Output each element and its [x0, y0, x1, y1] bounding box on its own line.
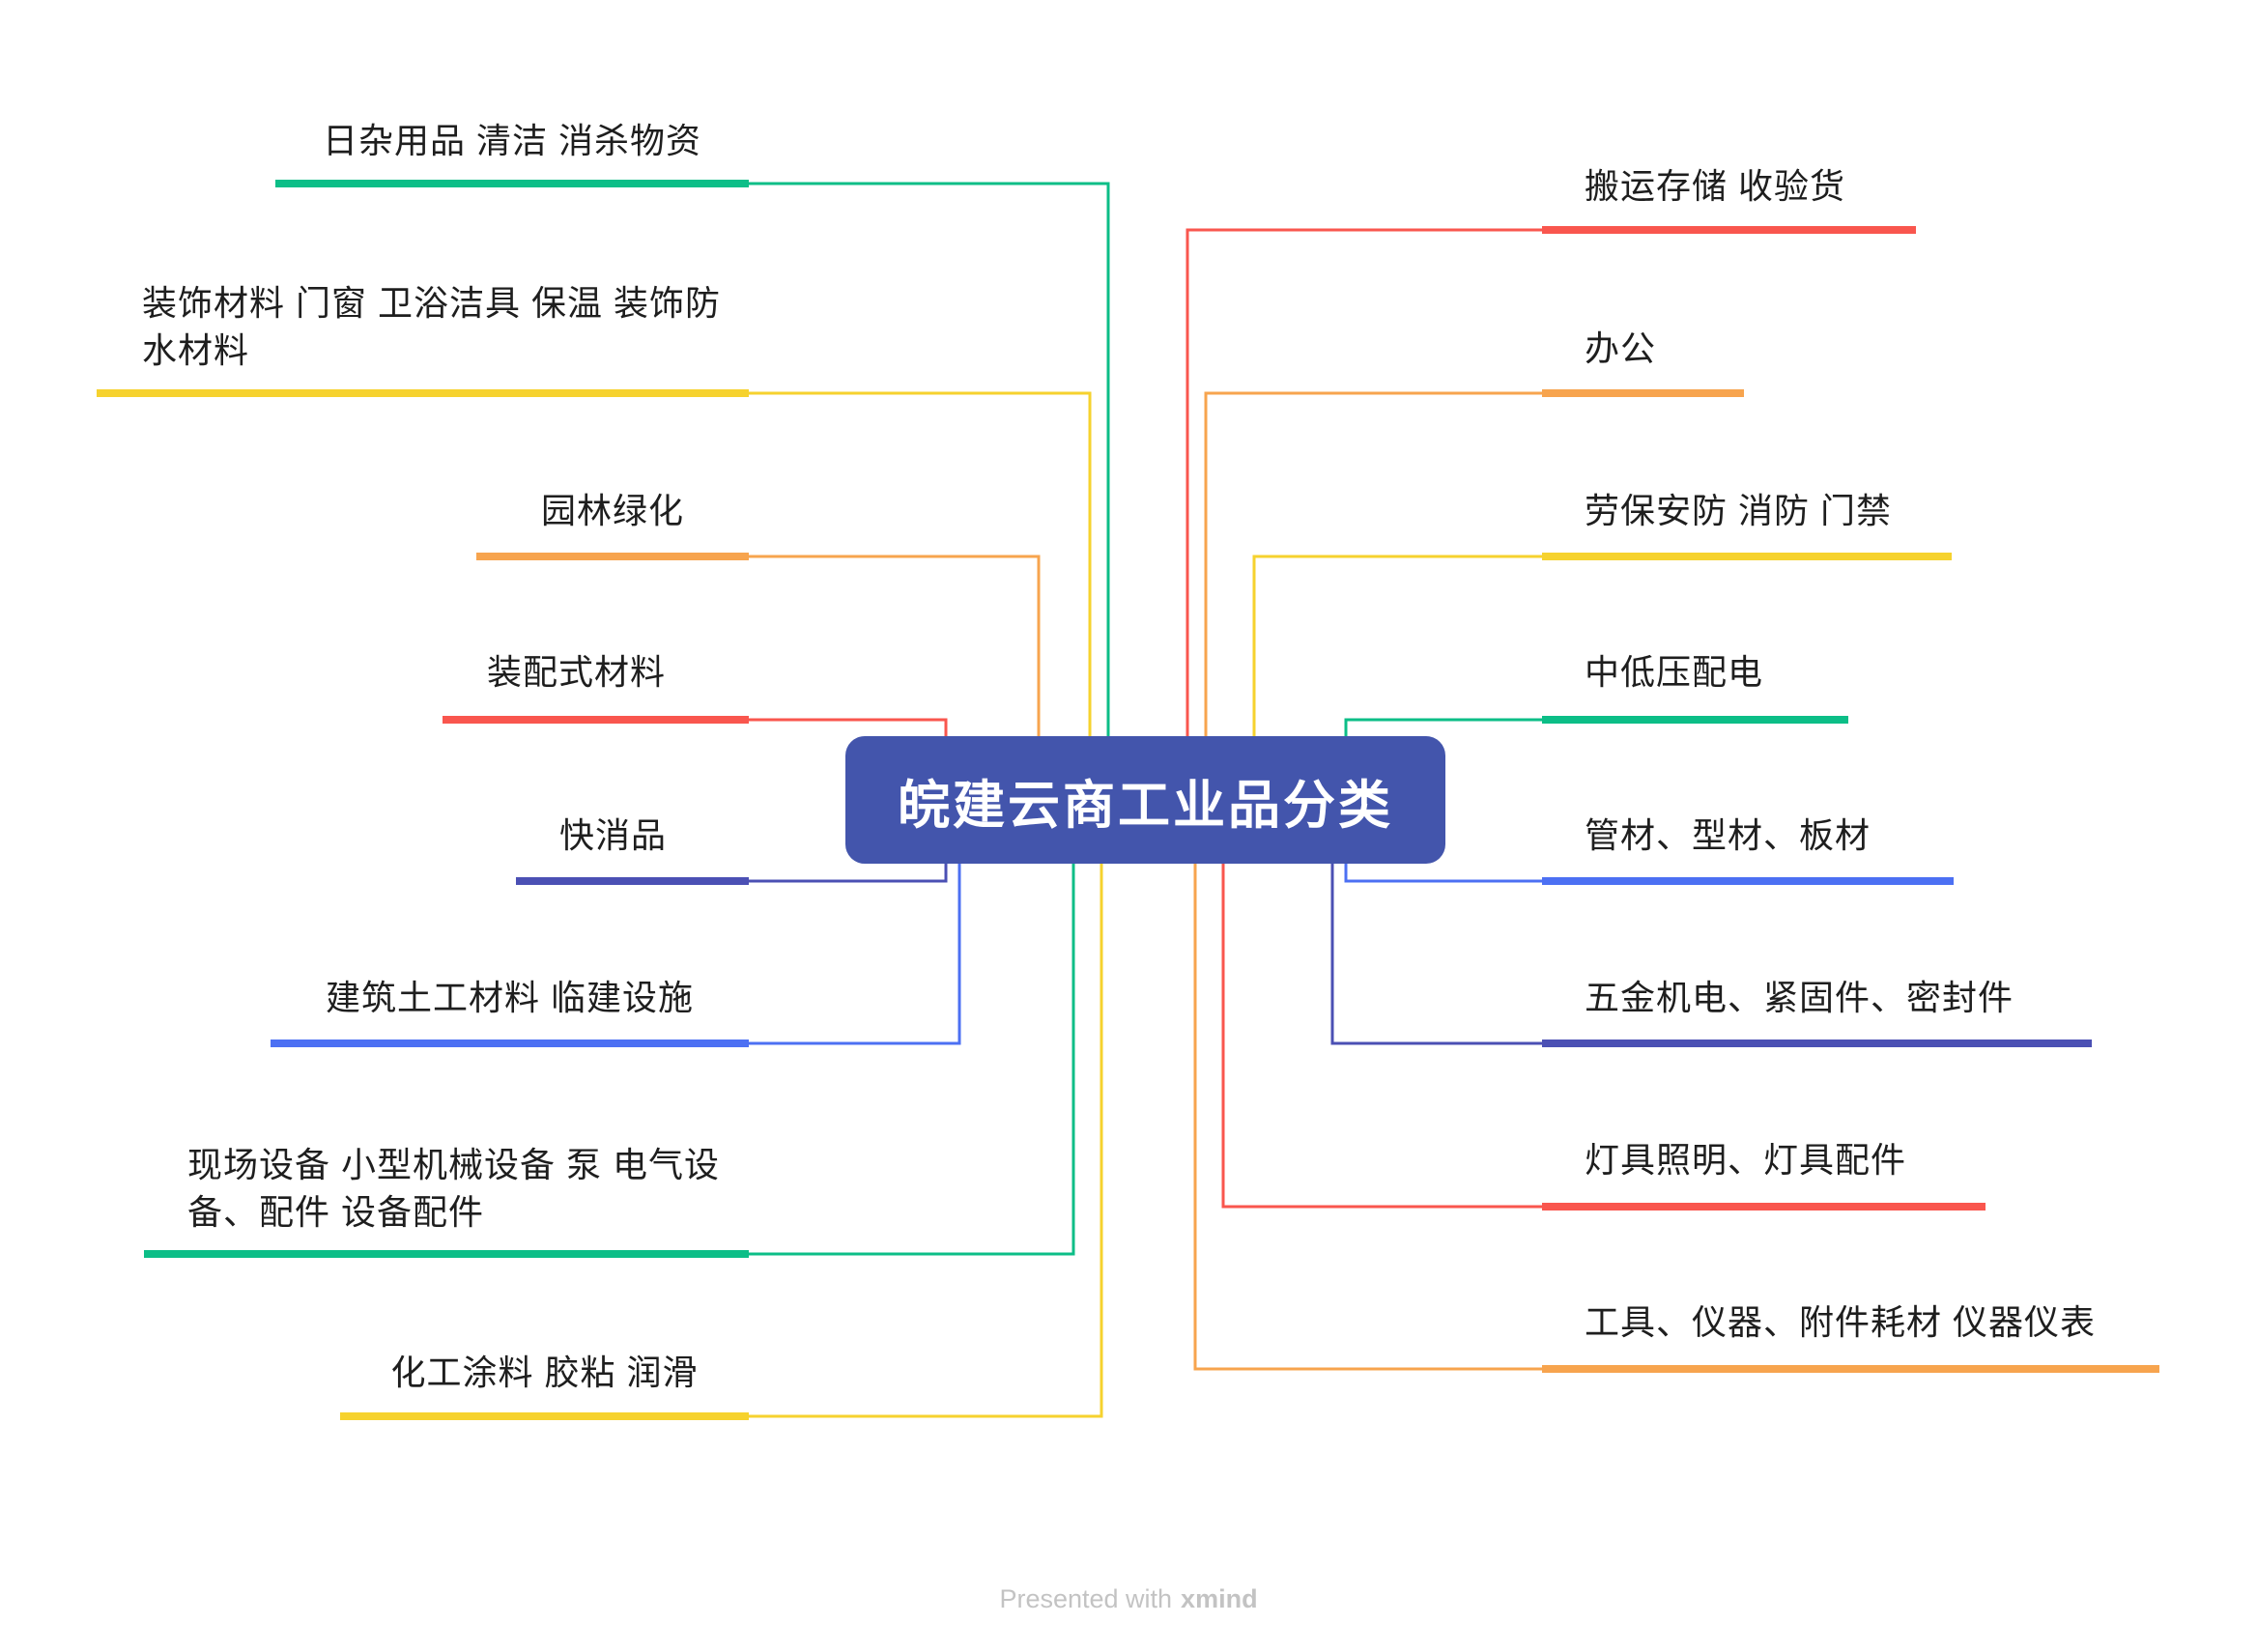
connector-line — [1186, 228, 1542, 738]
connector-line — [1330, 862, 1542, 1045]
topic-underline[interactable] — [1542, 553, 1952, 560]
central-topic[interactable]: 皖建云商工业品分类 — [845, 736, 1445, 864]
connector-line — [749, 862, 1075, 1256]
topic-underline[interactable] — [340, 1412, 749, 1420]
topic-underline[interactable] — [443, 716, 749, 724]
topic-label[interactable]: 园林绿化 — [540, 491, 684, 530]
topic-underline[interactable] — [1542, 716, 1848, 724]
connector-line — [1204, 391, 1542, 738]
topic-label[interactable]: 现场设备 小型机械设备 泵 电气设 备、配件 设备配件 — [187, 1145, 721, 1232]
topic-label[interactable]: 日杂用品 清洁 消杀物资 — [322, 121, 701, 160]
connector-line — [749, 182, 1110, 738]
topic-label[interactable]: 中低压配电 — [1585, 652, 1764, 692]
topic-label[interactable]: 劳保安防 消防 门禁 — [1585, 491, 1893, 530]
connector-line — [749, 862, 961, 1045]
topic-label[interactable]: 装饰材料 门窗 卫浴洁具 保温 装饰防 水材料 — [142, 283, 722, 370]
watermark: Presented with xmind — [0, 1584, 2257, 1614]
topic-label[interactable]: 管材、型材、板材 — [1585, 815, 1871, 855]
connector-line — [1193, 862, 1542, 1371]
topic-underline[interactable] — [516, 877, 749, 885]
topic-underline[interactable] — [275, 180, 749, 187]
topic-underline[interactable] — [1542, 1203, 1986, 1211]
connector-line — [1252, 555, 1542, 738]
topic-underline[interactable] — [1542, 226, 1916, 234]
connector-line — [749, 862, 1103, 1418]
topic-underline[interactable] — [476, 553, 749, 560]
connector-line — [749, 555, 1041, 738]
topic-underline[interactable] — [1542, 877, 1954, 885]
topic-label[interactable]: 办公 — [1585, 328, 1657, 368]
topic-underline[interactable] — [1542, 1365, 2159, 1373]
topic-label[interactable]: 装配式材料 — [486, 652, 666, 692]
topic-underline[interactable] — [97, 389, 749, 397]
watermark-brand: xmind — [1181, 1584, 1258, 1613]
topic-label[interactable]: 化工涂料 胶粘 润滑 — [390, 1353, 699, 1392]
topic-label[interactable]: 搬运存储 收验货 — [1585, 166, 1846, 206]
connector-line — [749, 391, 1092, 738]
topic-underline[interactable] — [271, 1040, 749, 1047]
topic-label[interactable]: 建筑土工材料 临建设施 — [325, 978, 694, 1017]
topic-label[interactable]: 灯具照明、灯具配件 — [1585, 1140, 1907, 1180]
topic-underline[interactable] — [144, 1250, 749, 1258]
connector-line — [1221, 862, 1542, 1209]
topic-underline[interactable] — [1542, 1040, 2092, 1047]
topic-label[interactable]: 五金机电、紧固件、密封件 — [1585, 978, 2014, 1017]
topic-label[interactable]: 快消品 — [558, 815, 667, 855]
central-topic-label: 皖建云商工业品分类 — [898, 776, 1393, 835]
connector-line — [1344, 862, 1542, 883]
topic-underline[interactable] — [1542, 389, 1744, 397]
connector-line — [749, 862, 948, 883]
watermark-text: Presented with — [999, 1584, 1173, 1613]
topic-label[interactable]: 工具、仪器、附件耗材 仪器仪表 — [1585, 1302, 2097, 1342]
